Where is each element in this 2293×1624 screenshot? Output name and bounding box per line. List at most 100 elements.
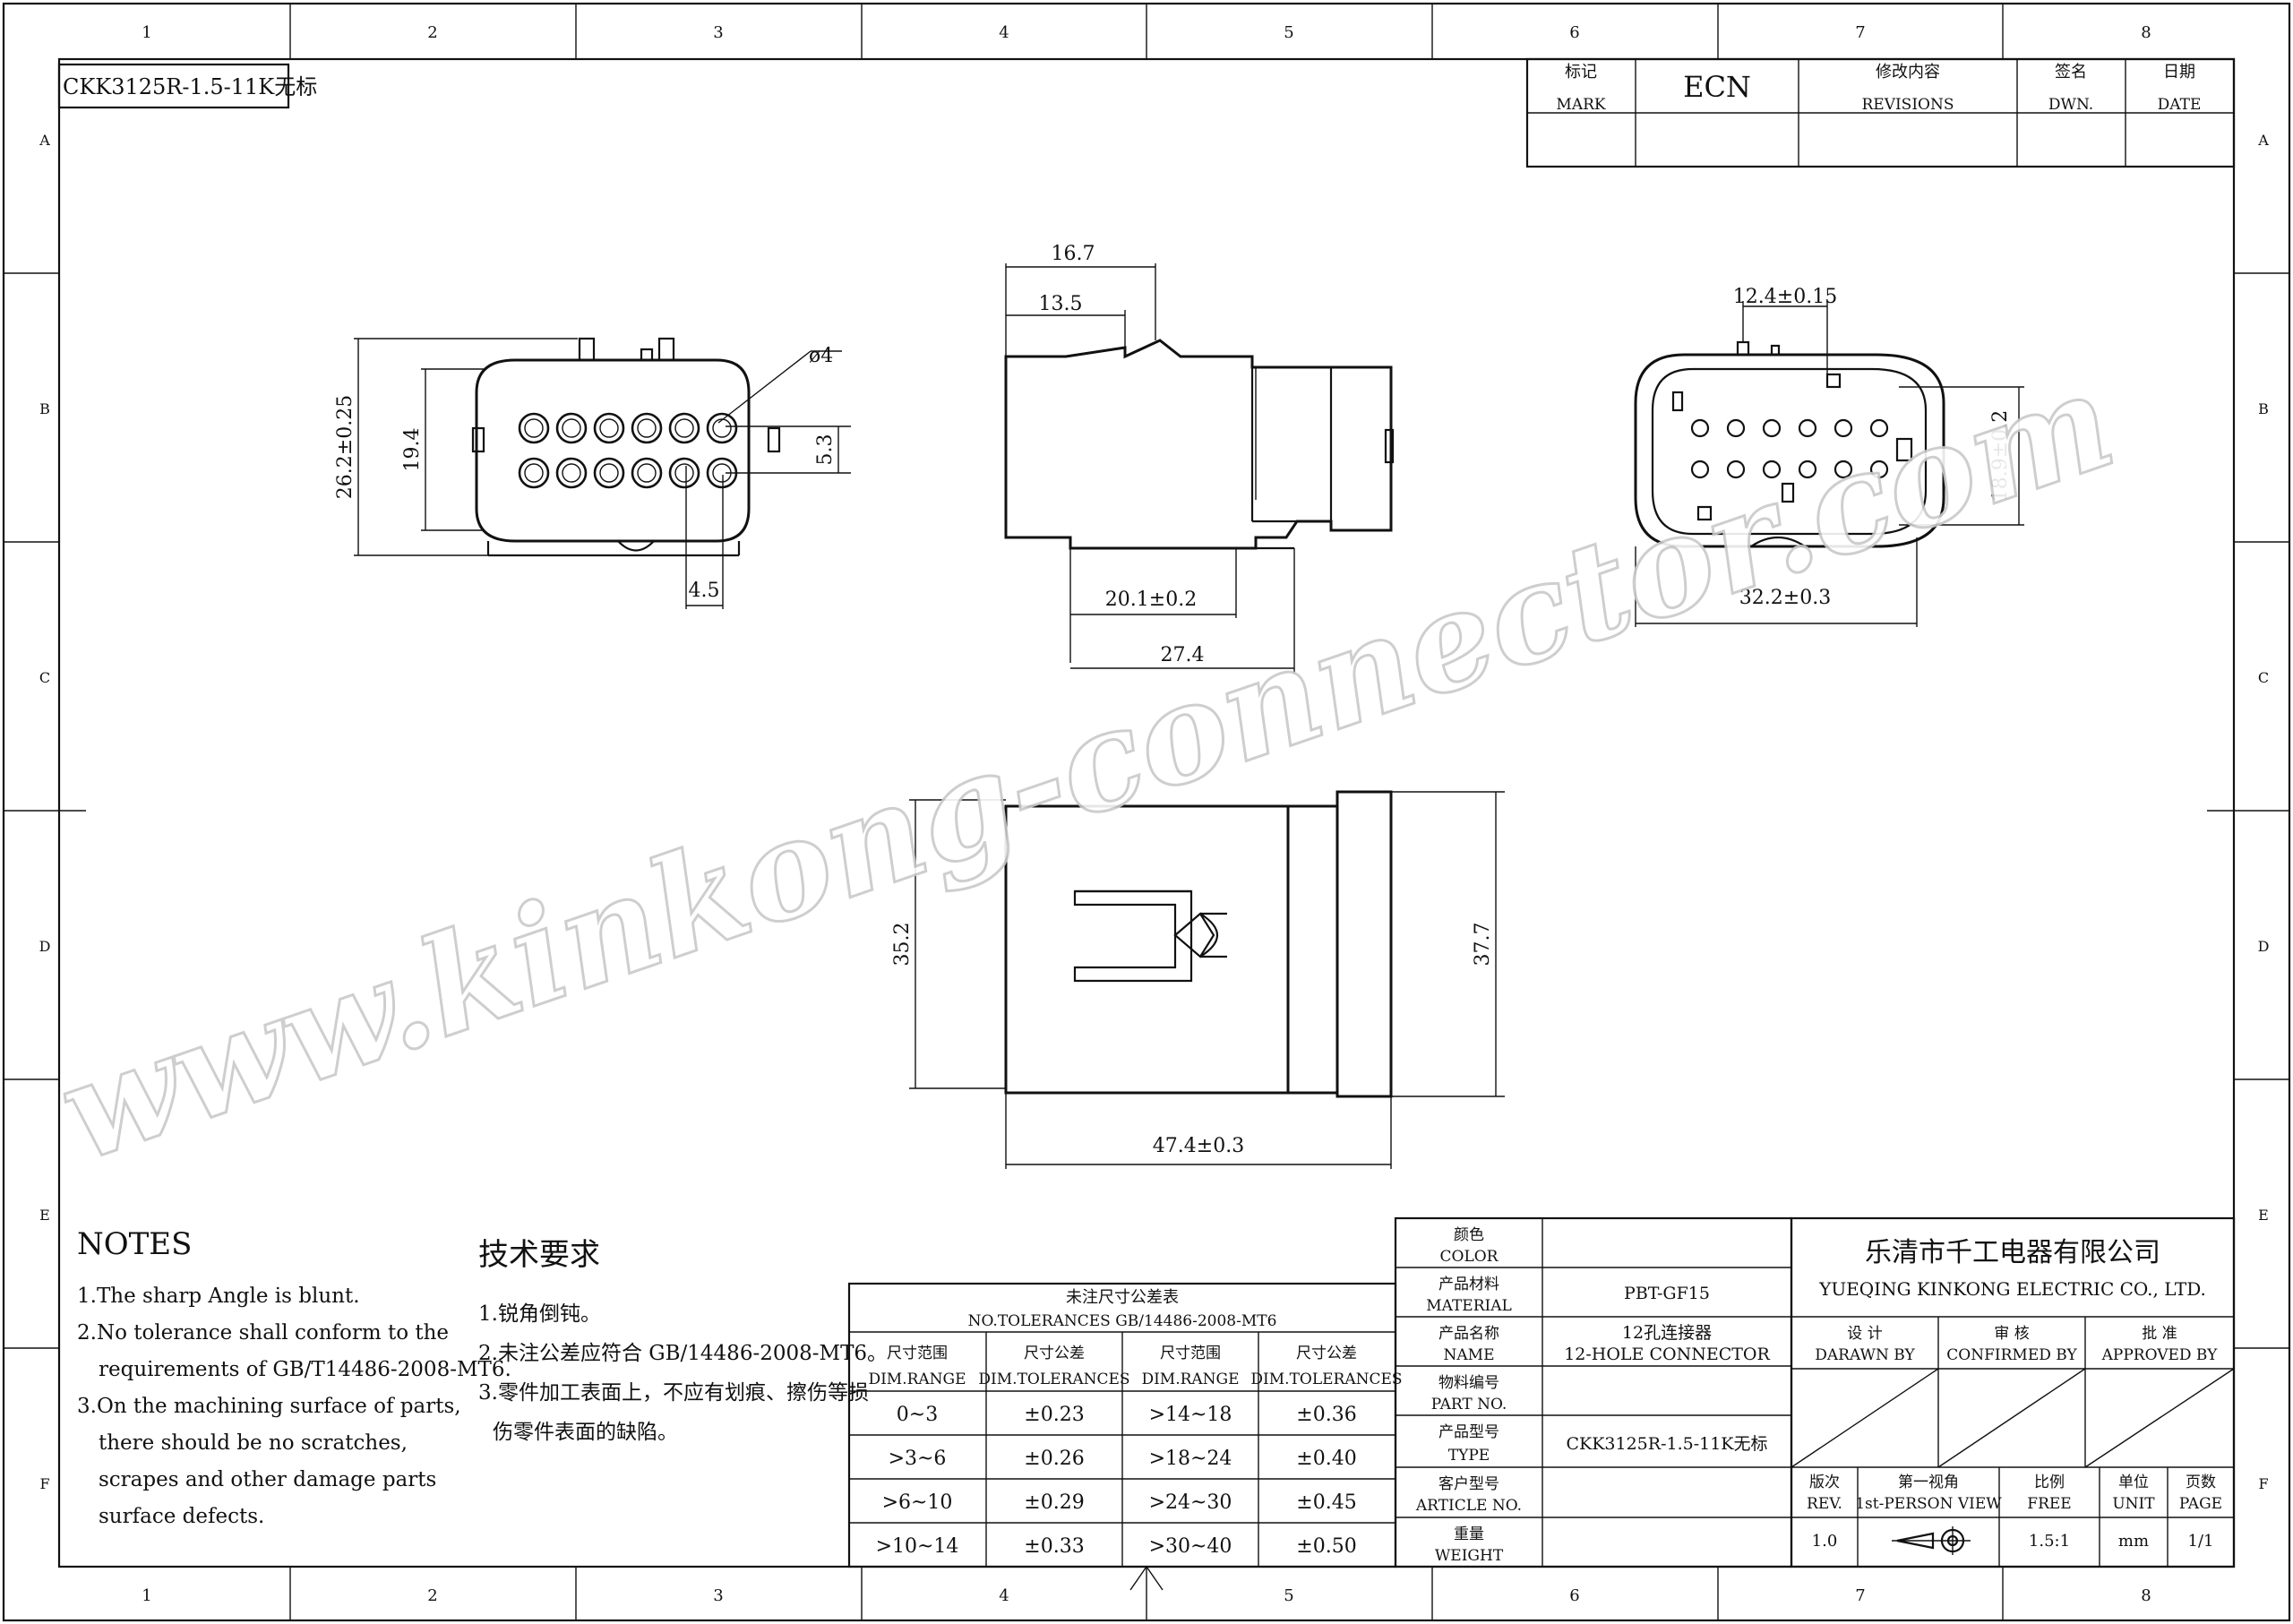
row-ticks (4, 272, 2289, 1349)
drawing-code-box (57, 63, 290, 109)
col-label: 8 (2141, 23, 2151, 42)
rev-date-cn: 日期 (2163, 63, 2195, 82)
projection-symbol-icon (1892, 1526, 1971, 1555)
pin-cavity (518, 412, 550, 444)
pin-cavity-inner (674, 463, 694, 483)
dim-rear-top: 12.4±0.15 (1733, 286, 1837, 308)
row-labels-right: A B C D E F (2257, 132, 2269, 1492)
tol-cell: ±0.50 (1296, 1535, 1356, 1558)
rev-mark-cn: 标记 (1565, 63, 1597, 82)
dim-front-height: 26.2±0.25 (334, 395, 356, 499)
part-info-block (1394, 1216, 1793, 1568)
approval-en: CONFIRMED BY (1946, 1346, 2077, 1364)
tol-title-cn: 未注尺寸公差表 (1066, 1288, 1179, 1307)
tol-cell: ±0.36 (1296, 1404, 1356, 1426)
info-material: PBT-GF15 (1624, 1284, 1710, 1303)
notes-line: 2.No tolerance shall conform to the (77, 1321, 449, 1345)
tol-cell: ±0.40 (1296, 1448, 1356, 1470)
rev-dwn-cn: 签名 (2055, 63, 2087, 82)
meta-en: 1st-PERSON VIEW (1855, 1495, 2002, 1513)
approval-cn: 审 核 (1994, 1325, 2029, 1343)
tol-cell: >10~14 (876, 1535, 959, 1558)
info-name-cn: 12孔连接器 (1622, 1323, 1712, 1343)
top-view (1004, 790, 1393, 1098)
tol-header-en: DIM.TOLERANCES (1250, 1371, 1402, 1388)
center-mark (1129, 1565, 1164, 1591)
info-label-cn: 物料编号 (1438, 1374, 1499, 1392)
pin-hole (1762, 418, 1782, 438)
revision-block: 标记 MARK ECN 修改内容 REVISIONS 签名 DWN. 日期 DA… (1525, 57, 2236, 168)
tol-cell: ±0.45 (1296, 1491, 1356, 1514)
tol-cell: ±0.33 (1024, 1535, 1084, 1558)
meta-cn: 比例 (2034, 1474, 2065, 1491)
tol-header-en: DIM.RANGE (868, 1371, 966, 1388)
tol-header-cn: 尺寸公差 (1296, 1345, 1357, 1362)
meta-labels: 版次 REV. 第一视角 1st-PERSON VIEW 比例 FREE 单位 … (1807, 1474, 2222, 1513)
col-label: 3 (713, 1586, 723, 1605)
info-label-en: ARTICLE NO. (1415, 1497, 1522, 1515)
pin-hole (1690, 460, 1710, 479)
rev-revisions-cn: 修改内容 (1876, 63, 1940, 82)
tol-cell: >6~10 (882, 1491, 953, 1514)
top-dimensions (909, 791, 1505, 1169)
pin-hole (1762, 460, 1782, 479)
tol-headers: 尺寸范围 DIM.RANGE 尺寸公差 DIM.TOLERANCES 尺寸范围 … (868, 1345, 1402, 1388)
drawing-code: CKK3125R-1.5-11K无标 (63, 74, 317, 99)
tol-header-cn: 尺寸范围 (887, 1345, 948, 1362)
pin-cavity-inner (562, 463, 581, 483)
dim-top-left-height: 35.2 (891, 923, 914, 967)
tol-cell: >30~40 (1149, 1535, 1232, 1558)
pin-hole (1690, 418, 1710, 438)
meta-en: PAGE (2179, 1495, 2222, 1513)
pin-cavity-inner (562, 418, 581, 438)
col-label: 6 (1569, 23, 1579, 42)
pin-cavity-inner (674, 418, 694, 438)
row-label: C (2258, 669, 2269, 686)
dim-side-top-inner: 13.5 (1039, 293, 1083, 315)
row-label: D (2258, 938, 2270, 955)
col-label: 6 (1569, 1586, 1579, 1605)
dim-side-top-overall: 16.7 (1052, 243, 1095, 265)
tol-header-cn: 尺寸公差 (1024, 1345, 1085, 1362)
row-label: B (2258, 400, 2269, 417)
info-label-cn: 产品材料 (1438, 1276, 1499, 1293)
notes-cn-title: 技术要求 (478, 1237, 600, 1273)
pin-hole (1869, 418, 1889, 438)
row-label: A (2257, 132, 2269, 149)
tol-cell: ±0.23 (1024, 1404, 1084, 1426)
col-label: 8 (2141, 1586, 2151, 1605)
company-name-cn: 乐清市千工电器有限公司 (1865, 1237, 2160, 1268)
rear-pin-grid (1690, 418, 1889, 479)
col-label: 1 (142, 23, 151, 42)
meta-page: 1/1 (2188, 1532, 2214, 1551)
info-label-en: PART NO. (1431, 1396, 1507, 1413)
row-label: B (39, 400, 50, 417)
tol-cell: >3~6 (889, 1448, 947, 1470)
tol-title-en: NO.TOLERANCES GB/14486-2008-MT6 (968, 1312, 1277, 1330)
pin-cavity (555, 457, 588, 489)
pin-cavity-inner (637, 418, 657, 438)
col-label: 1 (142, 1586, 151, 1605)
meta-values: 1.0 1.5:1 mm 1/1 (1812, 1532, 2214, 1551)
info-label-cn: 产品名称 (1438, 1325, 1499, 1343)
tol-cell: ±0.26 (1024, 1448, 1084, 1470)
col-label: 4 (999, 1586, 1009, 1605)
column-ticks (289, 4, 2004, 1620)
notes-cn-line: 2.未注公差应符合 GB/14486-2008-MT6。 (478, 1342, 888, 1365)
pin-cavity (706, 412, 738, 444)
pin-cavity-inner (637, 463, 657, 483)
notes-line: there should be no scratches, (99, 1431, 408, 1455)
info-label-en: COLOR (1440, 1248, 1499, 1266)
approval-en: DARAWN BY (1815, 1346, 1915, 1364)
front-dimensions (354, 338, 851, 609)
row-label: A (39, 132, 50, 149)
pin-hole (1726, 418, 1746, 438)
row-labels-left: A B C D E F (39, 132, 50, 1492)
side-view (1004, 339, 1395, 550)
col-label: 5 (1284, 23, 1293, 42)
tol-cell: >24~30 (1149, 1491, 1232, 1514)
column-labels-top: 1 2 3 4 5 6 7 8 (142, 23, 2151, 42)
meta-rev: 1.0 (1812, 1532, 1838, 1551)
notes-line: surface defects. (99, 1505, 264, 1528)
